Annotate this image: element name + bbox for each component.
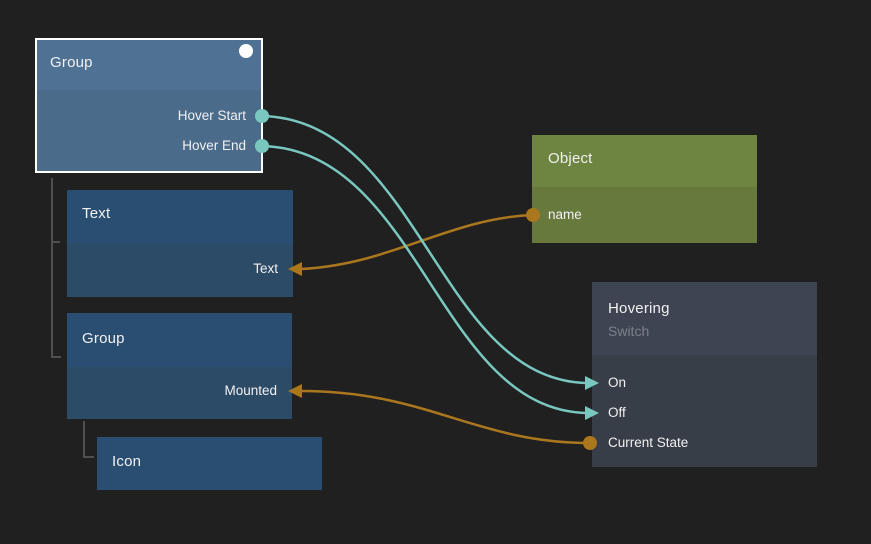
node-hovering-switch[interactable]: Hovering Switch On Off Current State — [592, 282, 817, 467]
port-label: Hover End — [182, 138, 246, 153]
port-label: name — [548, 207, 582, 222]
node-icon[interactable]: Icon — [97, 437, 322, 490]
port-mounted-input[interactable]: Mounted — [67, 376, 292, 406]
node-body: Mounted — [67, 367, 292, 419]
node-subtitle: Switch — [608, 323, 650, 339]
node-group-child[interactable]: Group Mounted — [67, 313, 292, 419]
port-label: Text — [253, 261, 278, 276]
port-label: Mounted — [224, 383, 277, 398]
wire-name-to-text[interactable] — [300, 213, 534, 271]
port-name-output[interactable]: name — [532, 200, 757, 230]
port-label: Current State — [608, 435, 689, 450]
node-text[interactable]: Text Text — [67, 190, 293, 297]
node-title: Group — [82, 330, 125, 347]
port-label: On — [608, 375, 627, 390]
wire-currentstate-to-mounted[interactable] — [300, 389, 591, 445]
node-title: Icon — [112, 453, 142, 470]
node-title: Text — [82, 205, 111, 222]
node-group-top[interactable]: Group Hover Start Hover End — [35, 38, 263, 173]
node-body: On Off Current State — [592, 355, 817, 467]
port-text-input[interactable]: Text — [67, 254, 293, 284]
port-label: Hover Start — [177, 108, 246, 123]
port-on-input[interactable]: On — [592, 368, 817, 398]
tree-branch-line — [83, 421, 94, 458]
node-header: Object — [532, 135, 757, 187]
node-title: Object — [548, 150, 593, 167]
port-hover-start[interactable]: Hover Start — [37, 101, 261, 131]
port-label: Off — [608, 405, 626, 420]
node-title: Group — [50, 54, 93, 71]
node-body: Text — [67, 243, 293, 297]
node-header: Text — [67, 190, 293, 243]
node-header: Hovering Switch — [592, 282, 817, 355]
selection-indicator-circle[interactable] — [239, 44, 253, 58]
port-off-input[interactable]: Off — [592, 398, 817, 428]
node-header: Group — [67, 313, 292, 367]
node-title: Hovering — [608, 300, 670, 317]
node-body: name — [532, 187, 757, 243]
node-body: Hover Start Hover End — [37, 90, 261, 171]
port-current-state-output[interactable]: Current State — [592, 428, 817, 458]
tree-branch-line — [51, 178, 61, 358]
node-object[interactable]: Object name — [532, 135, 757, 243]
node-header: Group — [37, 40, 261, 90]
port-hover-end[interactable]: Hover End — [37, 131, 261, 161]
